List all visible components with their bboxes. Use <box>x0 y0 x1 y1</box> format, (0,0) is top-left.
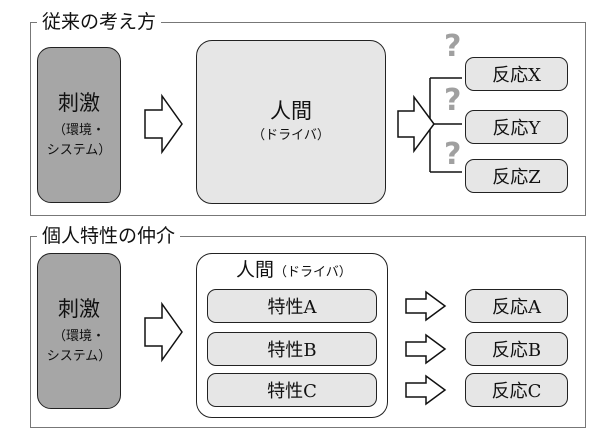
stimulus-sub-line2: システム） <box>46 143 112 158</box>
mediation-panel <box>30 236 586 428</box>
conventional-panel <box>30 22 586 216</box>
mediation-panel-top-border <box>30 236 586 237</box>
arrow-trait-b-to-response-b <box>405 333 447 365</box>
stimulus-box-conventional: 刺激 （環境・ システム） <box>37 47 121 203</box>
trait-box-c: 特性C <box>207 373 377 407</box>
human-container-title: 人間（ドライバ） <box>236 258 352 285</box>
human-sub-label: （ドライバ） <box>252 128 330 143</box>
arrow-human-to-responses <box>397 94 435 154</box>
trait-box-b: 特性B <box>207 332 377 366</box>
question-mark-x: ? <box>444 29 462 64</box>
response-box-z: 反応Z <box>465 159 568 193</box>
response-fan-connector <box>429 77 462 173</box>
arrow-trait-a-to-response-a <box>405 290 447 322</box>
mediation-panel-title: 個人特性の仲介 <box>37 224 181 248</box>
question-mark-y: ? <box>444 83 462 118</box>
stimulus-box-mediation: 刺激 （環境・ システム） <box>37 253 121 409</box>
human-box-conventional: 人間 （ドライバ） <box>196 40 386 204</box>
response-box-x: 反応X <box>465 57 568 91</box>
stimulus-label: 刺激 <box>58 91 100 115</box>
stimulus-label: 刺激 <box>58 297 100 321</box>
human-label: 人間 <box>236 259 275 281</box>
stimulus-sub-line1: （環境・ <box>52 123 105 138</box>
conventional-panel-title: 従来の考え方 <box>37 10 162 34</box>
question-mark-z: ? <box>444 137 462 172</box>
arrow-trait-c-to-response-c <box>405 374 447 406</box>
response-box-y: 反応Y <box>465 110 568 144</box>
response-box-a: 反応A <box>465 289 568 323</box>
arrow-stimulus-to-human-conventional <box>144 93 183 155</box>
human-sub-label: （ドライバ） <box>274 265 352 280</box>
human-label: 人間 <box>270 99 312 123</box>
response-box-c: 反応C <box>465 373 568 407</box>
response-box-b: 反応B <box>465 332 568 366</box>
stimulus-sub-line1: （環境・ <box>52 329 105 344</box>
stimulus-sub-line2: システム） <box>46 349 112 364</box>
trait-box-a: 特性A <box>207 289 377 323</box>
conventional-panel-top-border <box>30 22 586 23</box>
arrow-stimulus-to-human-mediation <box>144 301 183 363</box>
